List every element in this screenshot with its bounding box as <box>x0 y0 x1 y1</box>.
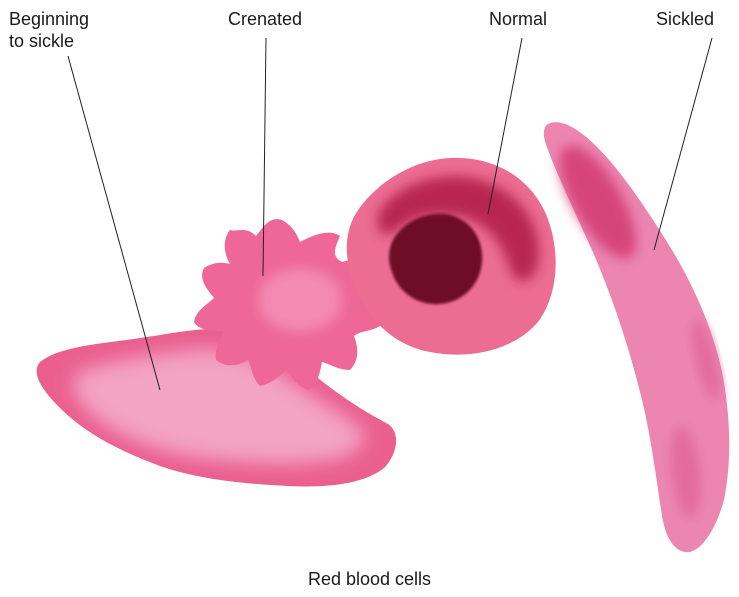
label-beginning-to-sickle: Beginning to sickle <box>9 8 89 52</box>
label-sickled: Sickled <box>656 8 714 30</box>
figure-caption: Red blood cells <box>0 568 739 590</box>
crenated-highlight <box>258 268 342 332</box>
label-beginning-line1: Beginning <box>9 8 89 30</box>
leader-line-beginning <box>68 56 160 390</box>
sickled-cell <box>544 122 729 552</box>
label-crenated: Crenated <box>228 8 302 30</box>
label-beginning-line2: to sickle <box>9 30 89 52</box>
leader-line-sickled <box>654 38 712 250</box>
label-normal: Normal <box>489 8 547 30</box>
